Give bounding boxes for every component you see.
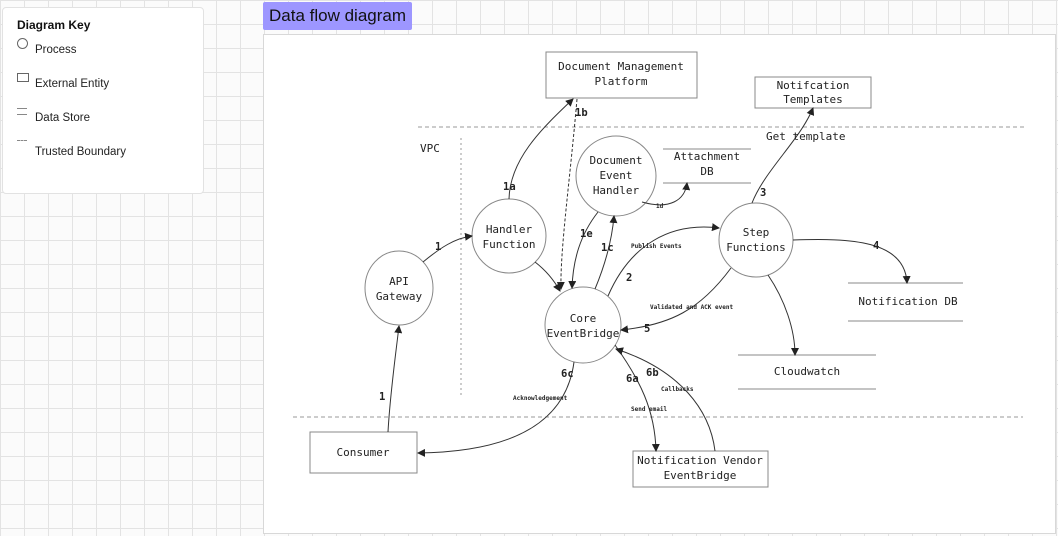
dashed-line-icon — [17, 140, 27, 141]
circle-icon — [17, 38, 28, 49]
node-label: Notification Vendor — [637, 454, 763, 467]
consumer[interactable]: Consumer — [309, 431, 418, 474]
notification-db[interactable]: Notification DB — [848, 282, 963, 322]
step-functions[interactable]: Step Functions — [718, 202, 794, 278]
vpc-label: VPC — [420, 142, 440, 155]
node-label: Document — [590, 154, 643, 167]
node-label: Step — [743, 226, 770, 239]
api-gateway[interactable]: API Gateway — [364, 250, 434, 326]
flow-1-consumer-to-api[interactable] — [387, 325, 403, 433]
node-label: Cloudwatch — [774, 365, 840, 378]
node-label: Functions — [726, 241, 786, 254]
flow-label: 1 — [379, 391, 385, 403]
flow-label-callbacks: Callbacks — [661, 386, 694, 393]
node-label: Function — [483, 238, 536, 251]
node-label: Handler — [593, 184, 640, 197]
node-label: EventBridge — [664, 469, 737, 482]
flow-step-to-cloudwatch[interactable] — [767, 274, 799, 356]
flow-label: 4 — [873, 240, 879, 252]
key-item-label: Process — [35, 44, 77, 56]
document-event-handler[interactable]: Document Event Handler — [575, 135, 657, 217]
diagram-title[interactable]: Data flow diagram — [263, 2, 413, 30]
attachment-db[interactable]: Attachment DB — [663, 148, 751, 184]
node-label: DB — [700, 165, 714, 178]
node-label: Notifcation — [777, 79, 850, 92]
diagram-key-panel: Diagram Key Process External Entity Data… — [2, 7, 204, 194]
node-label: Templates — [783, 93, 843, 106]
flow-label-publish-events: Publish Events — [631, 243, 682, 250]
flow-label: 5 — [644, 323, 650, 335]
flow-3-step-to-templates[interactable] — [751, 107, 815, 204]
flow-label: 1c — [601, 242, 614, 254]
flow-label-acknowledgement: Acknowledgement — [513, 395, 568, 402]
data-store-icon — [17, 108, 27, 115]
flow-1b-dmp-to-core[interactable] — [556, 98, 578, 290]
key-item-label: External Entity — [35, 78, 110, 90]
flow-5-step-to-core[interactable] — [620, 267, 732, 334]
node-label: Handler — [486, 223, 533, 236]
flow-1e-doc-handler-to-core[interactable] — [568, 211, 599, 289]
flow-label-send-email: Send email — [631, 406, 668, 413]
rectangle-icon — [17, 73, 29, 82]
diagram-key-title: Diagram Key — [17, 18, 91, 32]
flow-label: 1b — [575, 107, 588, 119]
flow-1-api-to-handler[interactable] — [422, 232, 473, 263]
flow-label: 1a — [503, 181, 516, 193]
document-management-platform[interactable]: Document Management Platform — [545, 51, 698, 99]
flow-6c-core-to-consumer[interactable] — [417, 361, 575, 457]
flow-4-step-to-notification-db[interactable] — [792, 238, 911, 284]
key-item-label: Trusted Boundary — [35, 146, 126, 158]
flow-label-validated-ack: Validated and ACK event — [650, 304, 733, 311]
cloudwatch[interactable]: Cloudwatch — [738, 354, 876, 390]
flow-label: 6c — [561, 368, 574, 380]
flow-1d-doc-handler-to-attachment[interactable] — [641, 182, 691, 206]
node-label: Event — [599, 169, 632, 182]
core-eventbridge[interactable]: Core EventBridge — [544, 286, 622, 364]
flow-label: 2 — [626, 272, 632, 284]
flow-6a-core-to-vendor[interactable] — [614, 344, 660, 452]
flow-label: 1 — [435, 241, 441, 253]
node-label: Gateway — [376, 290, 423, 303]
node-label: Notification DB — [858, 295, 958, 308]
flow-label: 6b — [646, 367, 659, 379]
node-label: Core — [570, 312, 597, 325]
node-label: EventBridge — [547, 327, 620, 340]
flow-label: 3 — [760, 187, 766, 199]
notification-vendor-eventbridge[interactable]: Notification Vendor EventBridge — [632, 450, 769, 488]
flow-handler-to-core[interactable] — [534, 261, 561, 292]
flow-label: 6a — [626, 373, 639, 385]
node-label: Platform — [595, 75, 648, 88]
flow-6b-vendor-to-core[interactable] — [615, 347, 716, 452]
node-label: API — [389, 275, 409, 288]
handler-function[interactable]: Handler Function — [471, 198, 547, 274]
node-label: Consumer — [337, 446, 390, 459]
key-item-label: Data Store — [35, 112, 90, 124]
flow-label: 1e — [580, 228, 593, 240]
flow-label-get-template: Get template — [766, 130, 845, 143]
flow-1a-handler-to-dmp[interactable] — [508, 98, 574, 200]
node-label: Document Management — [558, 60, 684, 73]
notification-templates[interactable]: Notifcation Templates — [754, 76, 872, 109]
flow-1c-core-to-doc-handler[interactable] — [594, 215, 618, 290]
flow-label: 1d — [656, 203, 664, 210]
node-label: Attachment — [674, 150, 740, 163]
flow-2-core-to-step[interactable] — [607, 223, 720, 297]
